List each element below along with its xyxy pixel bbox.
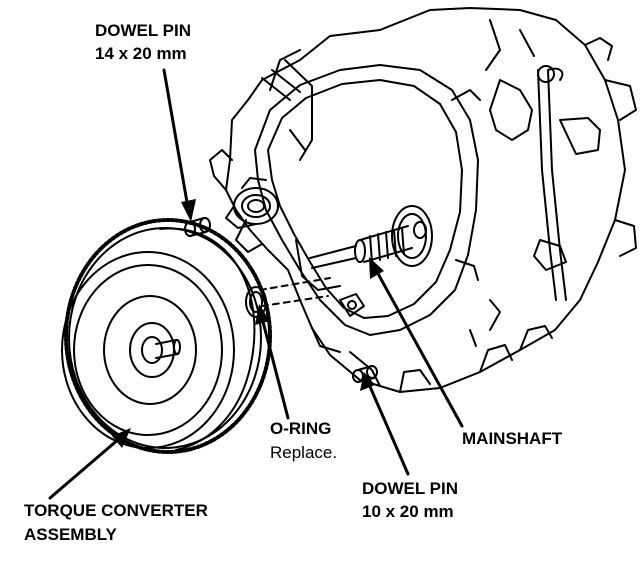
o-ring-title: O-RING: [270, 419, 332, 438]
leader-o-ring: [260, 316, 290, 420]
arrowhead-dowel-pin-top: [181, 199, 196, 222]
mainshaft-title: MAINSHAFT: [462, 429, 563, 448]
torque-converter-title-line1: TORQUE CONVERTER: [24, 501, 208, 520]
leader-mainshaft: [374, 268, 464, 428]
leader-dowel-pin-bottom: [366, 380, 410, 476]
torque-converter-part: [61, 218, 331, 454]
dowel-pin-bottom-title: DOWEL PIN: [362, 479, 459, 498]
arrowhead-o-ring: [255, 304, 270, 325]
leader-torque-converter: [48, 436, 122, 500]
dowel-pin-top-title: DOWEL PIN: [95, 21, 192, 40]
o-ring-note: Replace.: [270, 443, 338, 462]
arrowhead-mainshaft: [369, 257, 384, 279]
dowel-pin-top-size: 14 x 20 mm: [95, 44, 187, 63]
seal-boss: [225, 177, 279, 229]
mainshaft-shaft: [309, 205, 433, 269]
torque-converter-title-line2: ASSEMBLY: [24, 525, 117, 544]
arrowheads: [112, 199, 384, 448]
arrowhead-dowel-pin-bottom: [360, 372, 375, 391]
transmission-housing: [209, 7, 637, 393]
leader-dowel-pin-top: [162, 68, 190, 210]
arrowhead-torque-converter: [112, 428, 131, 448]
dowel-pin-bottom-size: 10 x 20 mm: [362, 502, 454, 521]
leader-lines: [48, 68, 464, 500]
